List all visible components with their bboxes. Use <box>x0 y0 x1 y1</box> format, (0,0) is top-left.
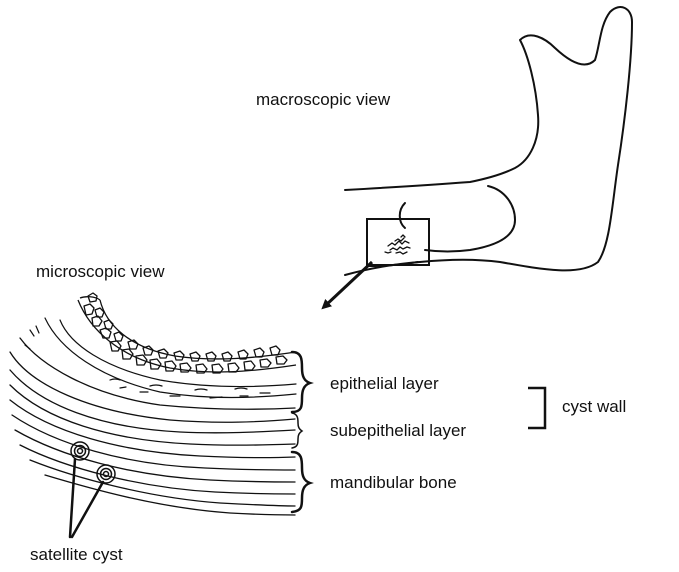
cyst-lesion <box>385 235 410 254</box>
mandible-outline <box>345 7 632 275</box>
magnification-arrow <box>325 262 372 306</box>
cyst-wall-label: cyst wall <box>562 397 626 417</box>
satellite-cyst-label: satellite cyst <box>30 545 123 565</box>
epithelial-band <box>78 293 296 373</box>
cyst-wall-bracket <box>528 388 545 428</box>
mandibular-bone-label: mandibular bone <box>330 473 457 493</box>
macroscopic-view-label: macroscopic view <box>256 90 390 110</box>
microscopic-view-label: microscopic view <box>36 262 164 282</box>
epithelial-layer-label: epithelial layer <box>330 374 439 394</box>
bone-lamellae <box>10 338 295 515</box>
subepithelial-layer-label: subepithelial layer <box>330 421 466 441</box>
epithelial-brace <box>292 352 310 412</box>
